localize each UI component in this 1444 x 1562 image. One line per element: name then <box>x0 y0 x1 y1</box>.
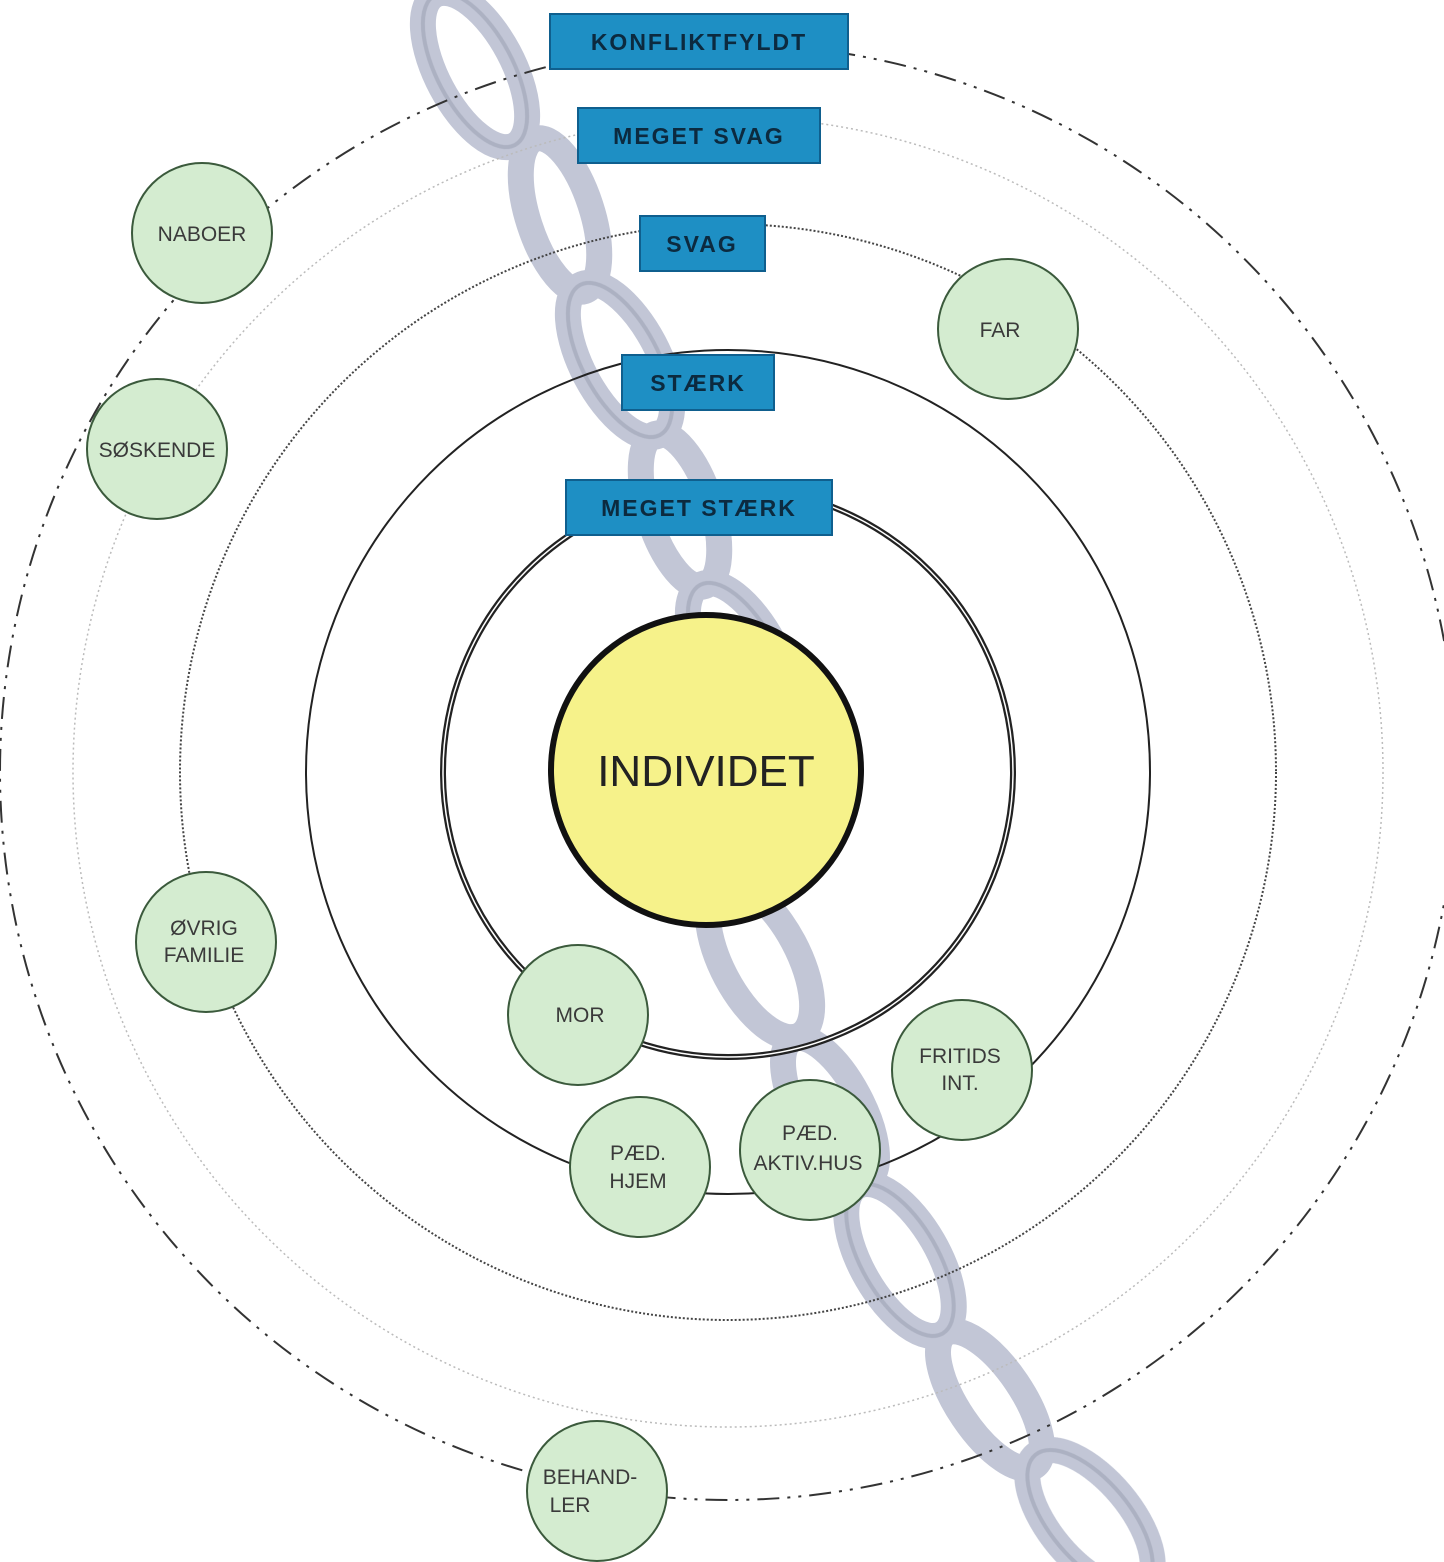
label-meget-svag: MEGET SVAG <box>577 107 821 164</box>
label-svag-text: SVAG <box>666 231 737 257</box>
node-soskende: SØSKENDE <box>86 378 228 520</box>
rings <box>0 43 1444 1501</box>
node-ovrig-familie-line1: ØVRIG <box>170 917 238 940</box>
node-far: FAR <box>937 258 1079 400</box>
node-paed-hjem-line1: PÆD. <box>610 1142 666 1165</box>
label-staerk-text: STÆRK <box>650 370 746 396</box>
label-meget-staerk-text: MEGET STÆRK <box>601 495 797 521</box>
label-konfliktfyldt: KONFLIKTFYLDT <box>549 13 849 70</box>
label-svag: SVAG <box>639 215 766 272</box>
node-naboer-label: NABOER <box>158 223 247 246</box>
node-mor-label: MOR <box>556 1004 605 1027</box>
node-behandler: BEHAND- LER <box>526 1420 668 1562</box>
ring-svag <box>179 223 1277 1321</box>
ring-labels: KONFLIKTFYLDT MEGET SVAG SVAG STÆRK MEGE… <box>549 13 849 536</box>
node-fritids-int-line1: FRITIDS <box>919 1045 1001 1068</box>
node-mor: MOR <box>507 944 649 1086</box>
node-far-label: FAR <box>980 319 1021 342</box>
center-label: INDIVIDET <box>597 747 815 796</box>
node-paed-hjem: PÆD. HJEM <box>569 1096 711 1238</box>
label-meget-svag-text: MEGET SVAG <box>613 123 785 149</box>
center-node: INDIVIDET <box>548 612 864 928</box>
node-paed-aktiv-hus-line2: AKTIV.HUS <box>754 1152 863 1175</box>
label-meget-staerk: MEGET STÆRK <box>565 479 833 536</box>
label-staerk: STÆRK <box>621 354 775 411</box>
ring-staerk <box>305 349 1151 1195</box>
node-ovrig-familie-line2: FAMILIE <box>164 944 245 967</box>
node-naboer: NABOER <box>131 162 273 304</box>
node-behandler-line2: LER <box>550 1494 591 1517</box>
node-fritids-int: FRITIDS INT. <box>891 999 1033 1141</box>
node-behandler-line1: BEHAND- <box>543 1466 638 1489</box>
node-fritids-int-line2: INT. <box>941 1072 978 1095</box>
label-konfliktfyldt-text: KONFLIKTFYLDT <box>591 29 807 55</box>
node-paed-hjem-line2: HJEM <box>609 1170 666 1193</box>
relationship-nodes: NABOER SØSKENDE FAR ØVRIG FAMILIE MOR FR… <box>86 162 1079 1562</box>
node-soskende-label: SØSKENDE <box>99 439 216 462</box>
node-ovrig-familie: ØVRIG FAMILIE <box>135 871 277 1013</box>
node-paed-aktiv-hus-line1: PÆD. <box>782 1122 838 1145</box>
node-paed-aktiv-hus: PÆD. AKTIV.HUS <box>739 1079 881 1221</box>
